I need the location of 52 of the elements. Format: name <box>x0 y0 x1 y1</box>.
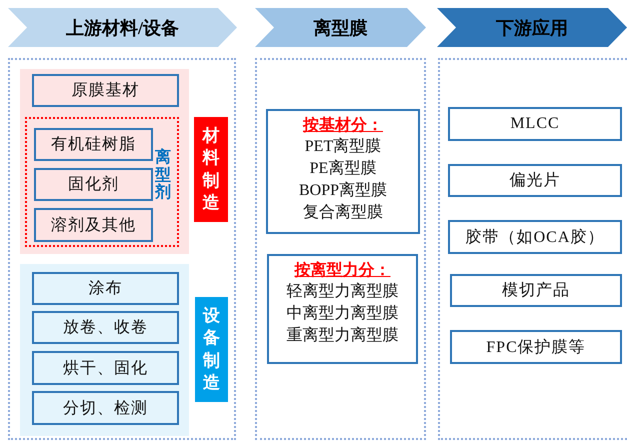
list-item: 重离型力离型膜 <box>286 326 398 346</box>
item-box <box>32 391 179 425</box>
item-label: 原膜基材 <box>72 80 140 101</box>
vertical-tag <box>194 117 228 222</box>
item-label: MLCC <box>510 115 560 133</box>
dotted-panel <box>8 58 236 440</box>
item-box <box>32 311 179 344</box>
item-label: FPC保护膜等 <box>486 338 586 358</box>
item-box <box>448 107 622 141</box>
item-label: 固化剂 <box>68 174 119 195</box>
shaded-region <box>20 264 189 436</box>
item-label: 有机硅树脂 <box>51 134 136 155</box>
tag-label: 材料制造 <box>202 125 220 214</box>
item-box <box>448 220 622 254</box>
item-label: 胶带（如OCA胶） <box>466 228 604 248</box>
category-heading: 按基材分： <box>303 116 383 136</box>
banner-title: 下游应用 <box>496 16 568 40</box>
dotted-panel <box>255 58 426 440</box>
shaded-region <box>20 69 189 254</box>
item-label: 放卷、收卷 <box>63 318 148 338</box>
item-label: 分切、检测 <box>63 398 148 418</box>
category-box <box>267 254 418 364</box>
list-item: PET离型膜 <box>304 136 382 157</box>
item-box <box>32 272 179 305</box>
item-label: 模切产品 <box>502 280 570 301</box>
item-label: 涂布 <box>88 279 122 299</box>
list-item: PE离型膜 <box>310 158 376 179</box>
item-label: 溶剂及其他 <box>51 216 136 236</box>
dotted-panel <box>438 58 627 440</box>
dotted-group-frame <box>25 117 179 247</box>
banner-title: 上游材料/设备 <box>66 16 179 40</box>
chevron-banner <box>437 8 627 47</box>
item-box <box>34 128 153 161</box>
category-heading: 按离型力分： <box>294 261 390 281</box>
item-box <box>32 74 179 107</box>
group-label: 离型剂 <box>155 149 171 202</box>
item-label: 偏光片 <box>510 170 560 191</box>
item-box <box>450 330 622 364</box>
list-item: 中离型力离型膜 <box>286 304 398 324</box>
tag-label: 设备制造 <box>203 305 220 394</box>
banner-title: 离型膜 <box>314 16 368 40</box>
item-box <box>450 274 622 307</box>
item-box <box>448 164 622 197</box>
vertical-tag <box>195 297 228 402</box>
item-box <box>32 351 179 385</box>
category-box <box>266 109 420 234</box>
item-box <box>34 168 153 201</box>
list-item: 复合离型膜 <box>303 202 383 223</box>
item-label: 烘干、固化 <box>63 358 148 378</box>
list-item: BOPP离型膜 <box>298 180 388 201</box>
item-box <box>34 208 153 242</box>
list-item: 轻离型力离型膜 <box>286 282 398 302</box>
